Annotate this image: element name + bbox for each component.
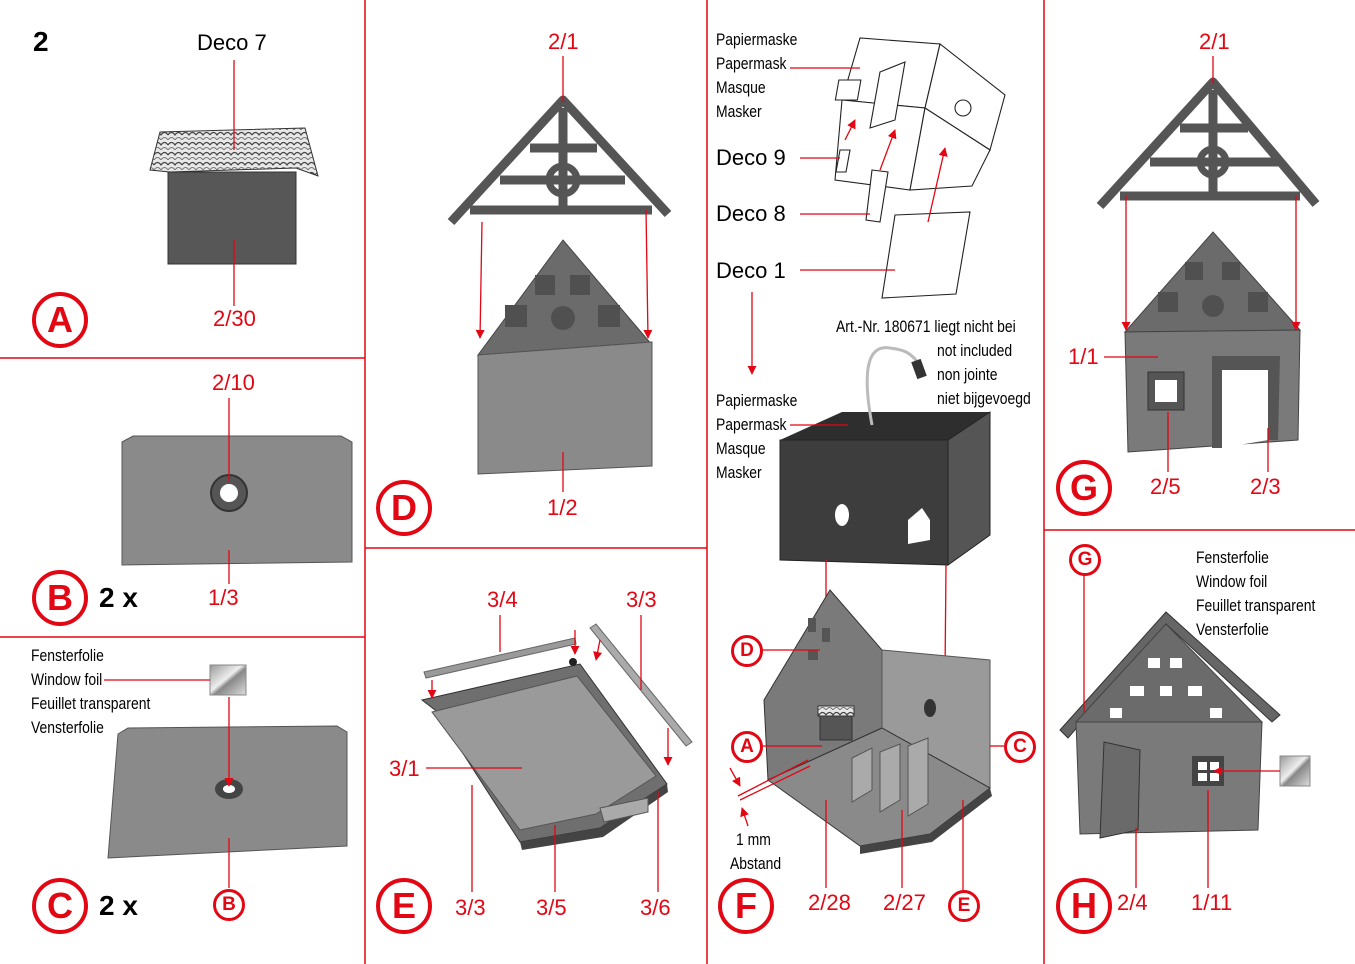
mask2-label-de: Papiermaske <box>716 391 798 410</box>
mask-label-en: Papermask <box>716 54 787 73</box>
mask-label-nl: Masker <box>716 102 762 121</box>
part-2-1-d: 2/1 <box>548 29 579 54</box>
gap-1mm: 1 mm <box>736 830 771 849</box>
ref-g-marker: G <box>1069 544 1101 576</box>
foil2-label-de: Fensterfolie <box>1196 548 1269 567</box>
page-number: 2 <box>33 26 49 57</box>
figure-g-front-wall <box>1096 56 1320 472</box>
part-1-1: 1/1 <box>1068 344 1099 369</box>
ref-e-marker: E <box>948 890 980 922</box>
mask-label-fr: Masque <box>716 78 766 97</box>
part-1-2: 1/2 <box>547 495 578 520</box>
figure-c-plate-foil <box>104 664 348 888</box>
part-2-1-g: 2/1 <box>1199 29 1230 54</box>
step-a-marker: A <box>32 292 88 348</box>
foil-label-en: Window foil <box>31 670 103 689</box>
figure-e-base <box>420 615 693 892</box>
label-deco-1: Deco 1 <box>716 258 786 283</box>
foil2-label-nl: Vensterfolie <box>1196 620 1269 639</box>
part-2-30: 2/30 <box>213 306 256 331</box>
part-1-3: 1/3 <box>208 585 239 610</box>
mask2-label-en: Papermask <box>716 415 787 434</box>
figure-a-roofed-box <box>149 60 319 306</box>
step-b-count: 2 x <box>99 582 138 613</box>
not-included-fr: non jointe <box>937 365 998 384</box>
part-2-28: 2/28 <box>808 890 851 915</box>
part-3-1: 3/1 <box>389 756 420 781</box>
foil2-label-fr: Feuillet transparent <box>1196 596 1316 615</box>
part-2-4: 2/4 <box>1117 890 1148 915</box>
part-2-10: 2/10 <box>212 370 255 395</box>
part-2-5: 2/5 <box>1150 474 1181 499</box>
step-c-marker: C <box>32 878 88 934</box>
part-3-4: 3/4 <box>487 587 518 612</box>
step-e-marker: E <box>376 878 432 934</box>
ref-b-marker: B <box>213 889 245 921</box>
mask2-label-fr: Masque <box>716 439 766 458</box>
figure-h-house <box>1059 574 1311 888</box>
ref-d-marker: D <box>731 635 763 667</box>
mask2-label-nl: Masker <box>716 463 762 482</box>
part-3-3-bottom: 3/3 <box>455 895 486 920</box>
part-3-5: 3/5 <box>536 895 567 920</box>
step-c-count: 2 x <box>99 890 138 921</box>
step-g-marker: G <box>1056 460 1112 516</box>
mask-label-de: Papiermaske <box>716 30 798 49</box>
ref-c-marker: C <box>1004 731 1036 763</box>
part-3-6: 3/6 <box>640 895 671 920</box>
foil-label-de: Fensterfolie <box>31 646 104 665</box>
figure-f-arrows <box>747 67 948 375</box>
step-h-marker: H <box>1056 878 1112 934</box>
foil2-label-en: Window foil <box>1196 572 1268 591</box>
part-2-27: 2/27 <box>883 890 926 915</box>
label-deco-7: Deco 7 <box>197 30 267 55</box>
figure-f-interior <box>729 589 1004 890</box>
step-b-marker: B <box>32 570 88 626</box>
article-number-note: Art.-Nr. 180671 liegt nicht bei <box>836 317 1016 336</box>
label-deco-9: Deco 9 <box>716 145 786 170</box>
label-deco-8: Deco 8 <box>716 201 786 226</box>
gap-abstand: Abstand <box>730 854 782 873</box>
not-included-nl: niet bijgevoegd <box>937 389 1031 408</box>
figure-b-plate <box>121 398 353 584</box>
figure-f-papermask-exploded <box>834 37 1006 299</box>
part-1-11: 1/11 <box>1191 890 1233 915</box>
not-included-en: not included <box>937 341 1013 360</box>
ref-a-marker: A <box>731 731 763 763</box>
part-2-3: 2/3 <box>1250 474 1281 499</box>
figure-d-gable <box>447 56 672 492</box>
part-3-3-top: 3/3 <box>626 587 657 612</box>
foil-label-fr: Feuillet transparent <box>31 694 151 713</box>
foil-label-nl: Vensterfolie <box>31 718 104 737</box>
step-f-marker: F <box>718 878 774 934</box>
step-d-marker: D <box>376 480 432 536</box>
